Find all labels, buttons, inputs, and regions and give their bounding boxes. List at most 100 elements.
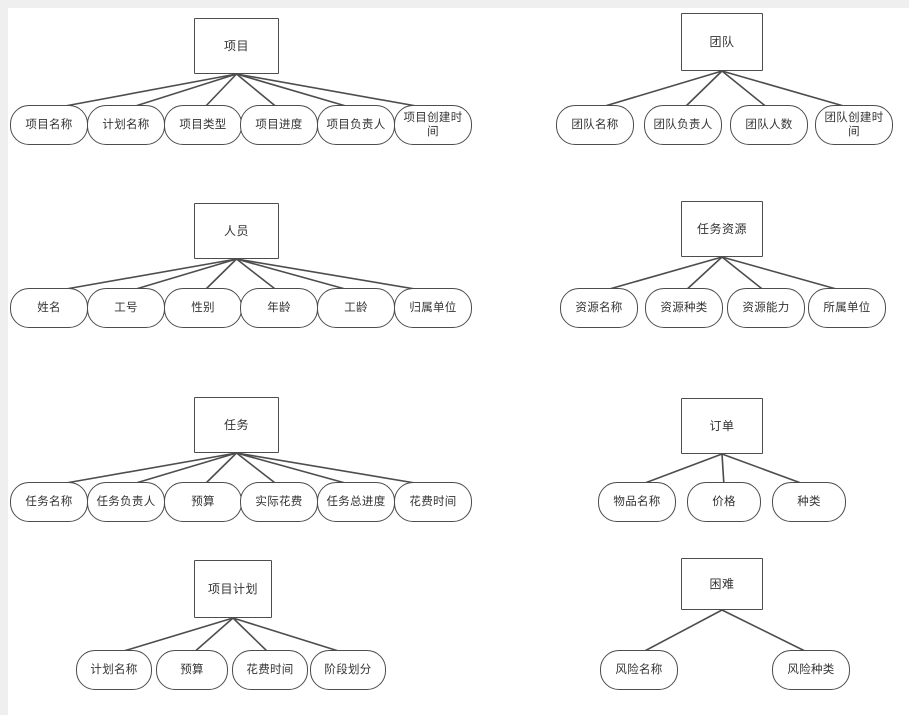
attribute-label: 预算 [191, 494, 215, 509]
connector-project-1 [125, 73, 237, 110]
entity-project-plan[interactable]: 项目计划 [194, 560, 272, 618]
attribute-label: 任务总进度 [326, 494, 386, 509]
attribute-node[interactable]: 预算 [164, 482, 242, 522]
attribute-node[interactable]: 花费时间 [232, 650, 308, 690]
attribute-node[interactable]: 团队创建时间 [815, 105, 893, 145]
attribute-label: 资源能力 [742, 300, 790, 315]
attribute-label: 所属单位 [823, 300, 871, 315]
attribute-node[interactable]: 资源能力 [727, 288, 805, 328]
attribute-node[interactable]: 项目负责人 [317, 105, 395, 145]
attribute-label: 风险名称 [615, 662, 663, 677]
attribute-label: 花费时间 [409, 494, 457, 509]
entity-label: 订单 [709, 418, 735, 433]
attribute-node[interactable]: 实际花费 [240, 482, 318, 522]
attribute-node[interactable]: 年龄 [240, 288, 318, 328]
attribute-node[interactable]: 项目类型 [164, 105, 242, 145]
connector-team-2 [721, 70, 770, 110]
attribute-node[interactable]: 工号 [87, 288, 165, 328]
attribute-label: 工号 [114, 300, 138, 315]
attribute-node[interactable]: 任务名称 [10, 482, 88, 522]
connector-task-resource-2 [721, 256, 767, 293]
attribute-label: 价格 [712, 494, 736, 509]
attribute-node[interactable]: 资源名称 [560, 288, 638, 328]
connector-project-5 [236, 73, 434, 110]
canvas-left-gutter [0, 0, 8, 715]
entity-label: 困难 [709, 576, 735, 591]
entity-order[interactable]: 订单 [681, 398, 763, 454]
attribute-label: 计划名称 [102, 117, 150, 132]
connector-task-resource-3 [721, 256, 848, 293]
attribute-node[interactable]: 团队人数 [730, 105, 808, 145]
connector-project-plan-1 [191, 617, 234, 655]
attribute-label: 任务名称 [25, 494, 73, 509]
attribute-label: 资源种类 [660, 300, 708, 315]
connector-project-plan-3 [232, 617, 349, 655]
attribute-node[interactable]: 风险种类 [772, 650, 850, 690]
attribute-node[interactable]: 风险名称 [600, 650, 678, 690]
attribute-node[interactable]: 计划名称 [76, 650, 152, 690]
attribute-node[interactable]: 花费时间 [394, 482, 472, 522]
attribute-node[interactable]: 姓名 [10, 288, 88, 328]
attribute-label: 阶段划分 [324, 662, 372, 677]
entity-label: 任务资源 [696, 221, 747, 236]
entity-difficulty[interactable]: 困难 [681, 558, 763, 610]
attribute-node[interactable]: 性别 [164, 288, 242, 328]
attribute-label: 实际花费 [255, 494, 303, 509]
connector-task-resource-0 [598, 256, 723, 293]
attribute-node[interactable]: 项目进度 [240, 105, 318, 145]
entity-person[interactable]: 人员 [194, 203, 279, 259]
attribute-label: 计划名称 [90, 662, 138, 677]
attribute-node[interactable]: 物品名称 [598, 482, 676, 522]
attribute-label: 归属单位 [409, 300, 457, 315]
connector-project-0 [48, 73, 237, 110]
attribute-node[interactable]: 工龄 [317, 288, 395, 328]
attribute-node[interactable]: 阶段划分 [310, 650, 386, 690]
connector-project-3 [235, 73, 280, 110]
attribute-label: 预算 [180, 662, 204, 677]
entity-project[interactable]: 项目 [194, 18, 279, 74]
attribute-label: 项目负责人 [326, 117, 386, 132]
entity-label: 人员 [223, 223, 249, 238]
connector-project-plan-0 [113, 617, 234, 655]
entity-team[interactable]: 团队 [681, 13, 763, 71]
connector-project-2 [202, 73, 238, 110]
attribute-label: 项目类型 [179, 117, 227, 132]
attribute-node[interactable]: 资源种类 [645, 288, 723, 328]
attribute-label: 团队名称 [571, 117, 619, 132]
attribute-label: 项目名称 [25, 117, 73, 132]
connector-team-1 [682, 70, 723, 110]
entity-task-resource[interactable]: 任务资源 [681, 201, 763, 257]
attribute-label: 姓名 [37, 300, 61, 315]
attribute-node[interactable]: 预算 [156, 650, 228, 690]
attribute-label: 项目进度 [255, 117, 303, 132]
attribute-node[interactable]: 项目创建时间 [394, 105, 472, 145]
attribute-node[interactable]: 团队负责人 [644, 105, 722, 145]
attribute-label: 任务负责人 [96, 494, 156, 509]
attribute-label: 年龄 [267, 300, 291, 315]
attribute-node[interactable]: 任务总进度 [317, 482, 395, 522]
attribute-label: 物品名称 [613, 494, 661, 509]
attribute-label: 团队负责人 [653, 117, 713, 132]
attribute-label: 性别 [191, 300, 215, 315]
connector-difficulty-1 [721, 609, 812, 655]
attribute-node[interactable]: 项目名称 [10, 105, 88, 145]
connector-project-4 [236, 73, 357, 110]
connector-task-resource-1 [683, 256, 723, 293]
attribute-node[interactable]: 所属单位 [808, 288, 886, 328]
connector-difficulty-0 [638, 609, 723, 655]
attribute-node[interactable]: 种类 [772, 482, 846, 522]
attribute-node[interactable]: 任务负责人 [87, 482, 165, 522]
connector-team-3 [721, 70, 855, 110]
attribute-label: 种类 [797, 494, 821, 509]
attribute-node[interactable]: 团队名称 [556, 105, 634, 145]
attribute-node[interactable]: 归属单位 [394, 288, 472, 328]
attribute-label: 风险种类 [787, 662, 835, 677]
entity-task[interactable]: 任务 [194, 397, 279, 453]
canvas-top-gutter [0, 0, 909, 8]
connector-team-0 [594, 70, 723, 110]
attribute-label: 资源名称 [575, 300, 623, 315]
attribute-node[interactable]: 价格 [687, 482, 761, 522]
attribute-node[interactable]: 计划名称 [87, 105, 165, 145]
attribute-label: 项目创建时间 [403, 110, 463, 138]
